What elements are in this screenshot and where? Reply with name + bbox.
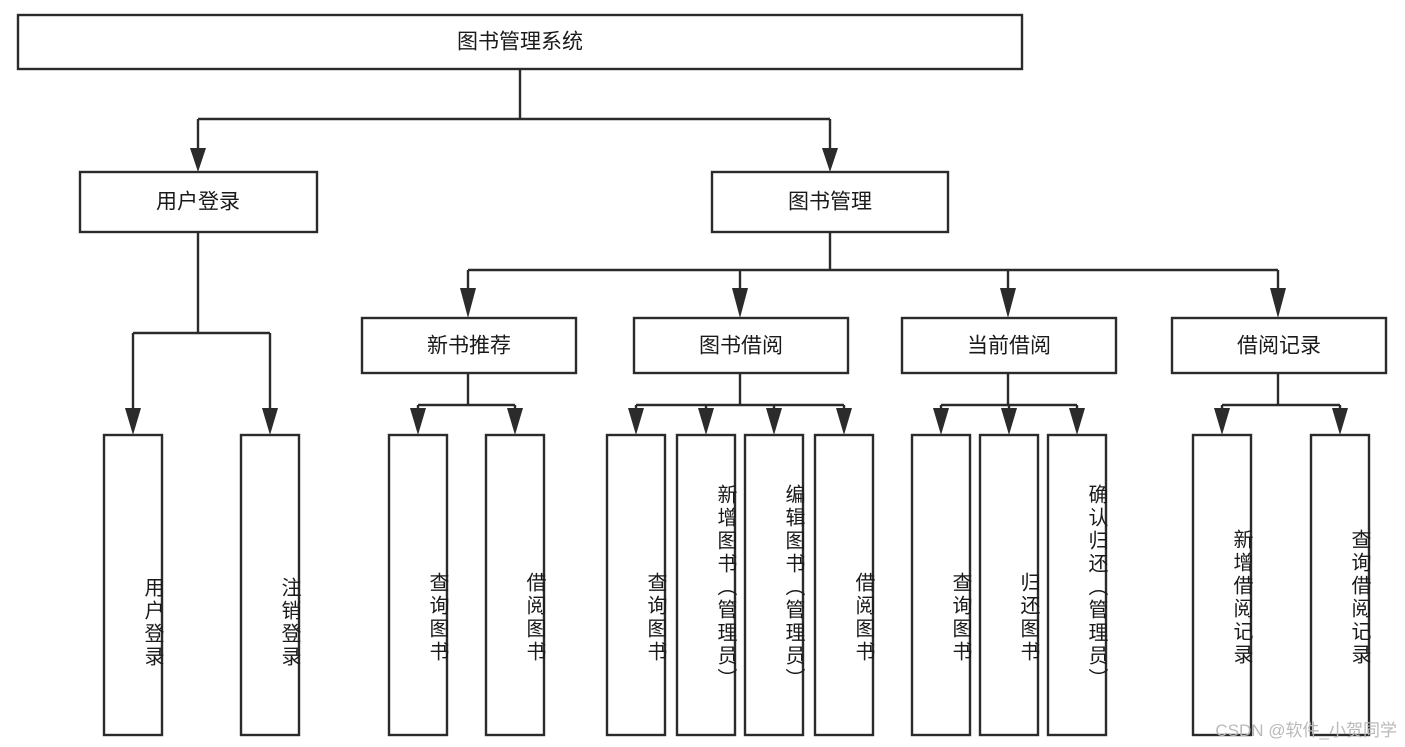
leaf-box-current-borrow-1[interactable]	[978, 433, 1040, 737]
arrow-head-newbook-2	[507, 408, 523, 435]
leaf-box-book-borrow-0[interactable]	[605, 433, 667, 737]
leaf-box-new-book-0[interactable]	[387, 433, 449, 737]
leaf-box-book-borrow-2[interactable]	[743, 433, 805, 737]
node-user-login-label: 用户登录	[156, 191, 240, 214]
node-root[interactable]: 图书管理系统	[16, 13, 1024, 71]
arrow-head-level3-4	[1270, 288, 1286, 318]
node-new-book-recommend[interactable]: 新书推荐	[360, 316, 578, 375]
arrow-head-borrow-2	[698, 408, 714, 435]
node-book-management[interactable]: 图书管理	[710, 170, 950, 234]
leaf-boxes-new-book-recommend	[387, 433, 546, 737]
arrow-head-newbook-1	[410, 408, 426, 435]
node-current-borrow-box[interactable]	[900, 316, 1118, 375]
node-book-management-label: 图书管理	[788, 191, 872, 214]
csdn-watermark: CSDN @软件_小贺同学	[1215, 721, 1397, 740]
arrow-head-borrow-3	[766, 408, 782, 435]
arrow-head-level3-1	[460, 288, 476, 318]
node-root-label: 图书管理系统	[457, 31, 583, 54]
leaf-boxes-current-borrow	[910, 433, 1108, 737]
arrow-head-level3-3	[1000, 288, 1016, 318]
node-user-login[interactable]: 用户登录	[78, 170, 319, 234]
leaf-box-book-borrow-1[interactable]	[675, 433, 737, 737]
leaf-boxes-user-login	[102, 433, 301, 737]
leaf-box-new-book-1[interactable]	[484, 433, 546, 737]
arrow-head-userlogin-2	[262, 408, 278, 435]
node-user-login-box[interactable]	[78, 170, 319, 234]
leaf-box-book-borrow-3[interactable]	[813, 433, 875, 737]
arrow-head-current-3	[1069, 408, 1085, 435]
arrow-head-level3-2	[732, 288, 748, 318]
arrow-head-borrow-1	[628, 408, 644, 435]
node-new-book-recommend-label: 新书推荐	[427, 335, 511, 358]
leaf-box-current-borrow-0[interactable]	[910, 433, 972, 737]
arrow-head-current-1	[933, 408, 949, 435]
connector-layer	[125, 69, 1348, 435]
arrow-head-record-2	[1332, 408, 1348, 435]
arrow-head-level2-1	[190, 148, 206, 172]
node-book-borrow-box[interactable]	[632, 316, 850, 375]
node-current-borrow[interactable]: 当前借阅	[900, 316, 1118, 375]
node-borrow-record[interactable]: 借阅记录	[1170, 316, 1388, 375]
node-book-borrow[interactable]: 图书借阅	[632, 316, 850, 375]
arrow-head-level2-2	[822, 148, 838, 172]
node-book-management-box[interactable]	[710, 170, 950, 234]
node-borrow-record-label: 借阅记录	[1237, 335, 1321, 358]
arrow-head-borrow-4	[836, 408, 852, 435]
node-current-borrow-label: 当前借阅	[967, 335, 1051, 358]
leaf-box-user-login-1[interactable]	[239, 433, 301, 737]
node-borrow-record-box[interactable]	[1170, 316, 1388, 375]
node-root-box[interactable]	[16, 13, 1024, 71]
leaf-boxes-book-borrow	[605, 433, 875, 737]
leaf-box-user-login-0[interactable]	[102, 433, 164, 737]
arrow-head-userlogin-1	[125, 408, 141, 435]
leaf-box-current-borrow-2[interactable]	[1046, 433, 1108, 737]
arrow-head-current-2	[1001, 408, 1017, 435]
leaf-box-borrow-record-0[interactable]	[1191, 433, 1253, 737]
arrow-head-record-1	[1214, 408, 1230, 435]
node-new-book-recommend-box[interactable]	[360, 316, 578, 375]
leaf-boxes-borrow-record	[1191, 433, 1371, 737]
leaf-box-borrow-record-1[interactable]	[1309, 433, 1371, 737]
node-book-borrow-label: 图书借阅	[699, 335, 783, 358]
